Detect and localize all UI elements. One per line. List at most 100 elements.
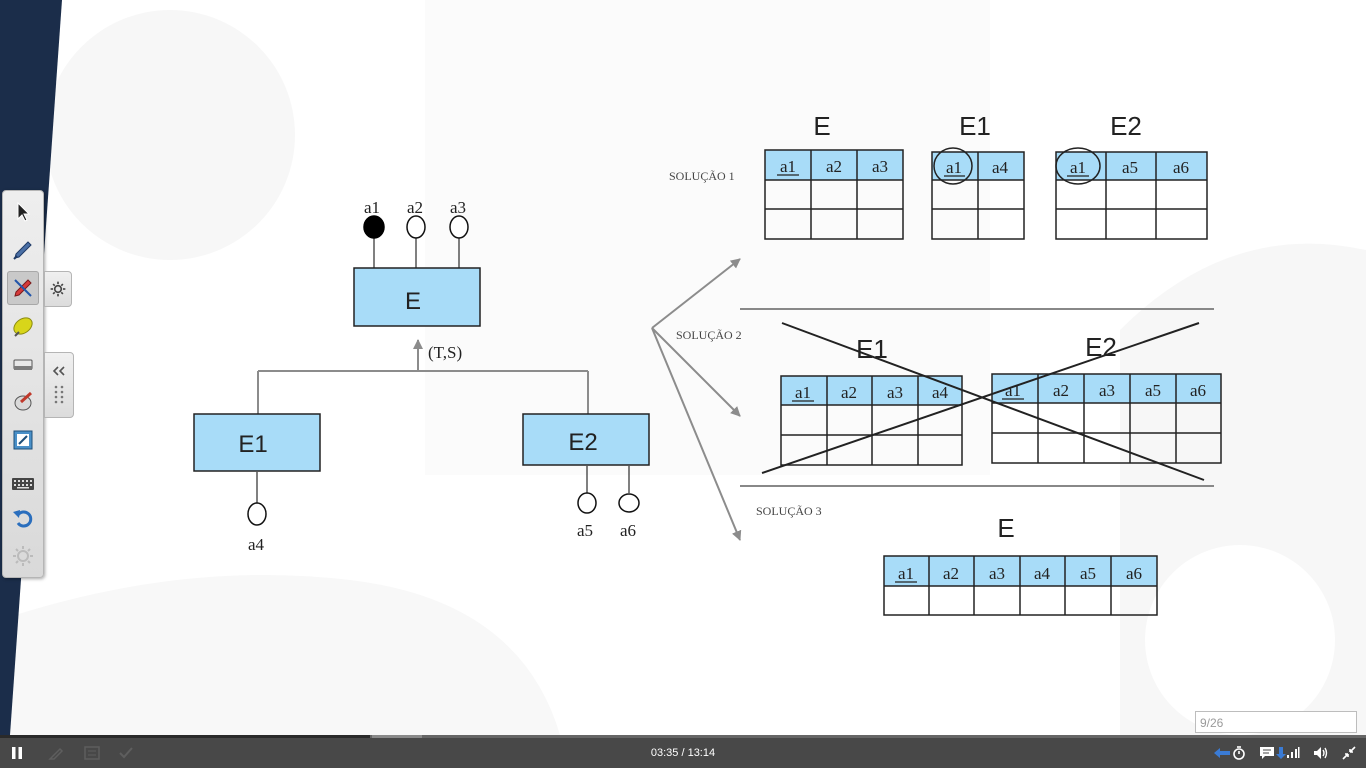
marker-tool[interactable] [7, 271, 39, 305]
s1-e-col-a3: a3 [872, 157, 888, 176]
attr-a2-circle-icon [406, 215, 426, 239]
s1-table-e: E a1 a2 a3 [764, 111, 904, 240]
attr-a4-label: a4 [248, 535, 265, 554]
attr-a5-circle-icon [577, 492, 597, 514]
s1-table-e1-title: E1 [959, 111, 991, 141]
eraser-tool[interactable] [7, 347, 39, 381]
seek-bar[interactable] [0, 735, 1366, 738]
video-player-bar: 03:35 / 13:14 [0, 735, 1366, 768]
entity-e2-label: E2 [568, 429, 597, 456]
comments-button[interactable] [1256, 738, 1278, 768]
clear-ink-tool[interactable] [7, 385, 39, 419]
cross-out-stroke [761, 322, 1200, 474]
settings-icon [13, 546, 33, 566]
slide-canvas: a1 a2 a3 E (T,S) E1 E2 a4 a5 a6 SOLUÇÃO … [0, 0, 1222, 735]
previous-slide-button[interactable] [1210, 738, 1234, 768]
s2-e2-col-a6: a6 [1190, 381, 1206, 400]
s1-table-e-title: E [813, 111, 830, 141]
s2-table-e2: E2 a1 a2 a3 a5 a6 [991, 332, 1222, 464]
exit-fullscreen-button[interactable] [1338, 738, 1360, 768]
pen-tool[interactable] [7, 233, 39, 267]
double-chevron-left-icon [52, 366, 65, 376]
s3-table-e-title: E [997, 513, 1014, 543]
clear-ink-icon [14, 391, 33, 411]
pointer-tool[interactable] [7, 195, 39, 229]
s2-e1-col-a2: a2 [841, 383, 857, 402]
s1-e1-col-a4: a4 [992, 158, 1009, 177]
time-readout: 03:35 / 13:14 [650, 747, 716, 759]
attr-a3-circle-icon [449, 215, 469, 239]
volume-icon [1314, 747, 1328, 759]
attr-a4-circle-icon [247, 502, 267, 526]
s2-e2-col-a1: a1 [1005, 381, 1021, 400]
s3-e-col-a5: a5 [1080, 564, 1096, 583]
solution-3-label: SOLUÇÃO 3 [756, 504, 822, 518]
s2-table-e1-title: E1 [856, 334, 888, 364]
seek-bar-played [0, 735, 371, 738]
entity-e1-label: E1 [238, 431, 267, 458]
quality-button[interactable] [1283, 738, 1303, 768]
cross-out-stroke [781, 322, 1205, 481]
er-diagram-text: a1 a2 a3 E (T,S) E1 E2 a4 a5 a6 [238, 198, 636, 554]
solution-2-label: SOLUÇÃO 2 [676, 328, 742, 342]
entity-e2-box [522, 413, 650, 466]
slide-stage: a1 a2 a3 E (T,S) E1 E2 a4 a5 a6 SOLUÇÃO … [0, 0, 1222, 735]
keyboard-tool[interactable] [7, 467, 39, 501]
s1-table-e2-title: E2 [1110, 111, 1142, 141]
eraser-icon [13, 359, 33, 370]
er-diagram [193, 215, 650, 526]
s3-e-col-a1: a1 [898, 564, 914, 583]
pen-disabled-button[interactable] [44, 738, 68, 768]
chat-bubble-icon [1260, 747, 1274, 759]
signal-bars-icon [1287, 747, 1300, 758]
timer-button[interactable] [1228, 738, 1250, 768]
volume-button[interactable] [1310, 738, 1332, 768]
whiteboard-tool[interactable] [7, 423, 39, 457]
pause-button[interactable] [6, 738, 28, 768]
highlighter-icon [13, 317, 33, 337]
fk-circle-annotation [933, 147, 973, 185]
next-slide-button[interactable] [1273, 738, 1289, 768]
marker-icon [14, 279, 32, 297]
s2-e1-col-a3: a3 [887, 383, 903, 402]
undo-tool[interactable] [7, 501, 39, 535]
attr-a1-key-icon [363, 215, 385, 239]
s1-e-col-a1: a1 [780, 157, 796, 176]
s1-table-e2: E2 a1 a5 a6 [1055, 111, 1208, 240]
s1-e2-col-a1: a1 [1070, 158, 1086, 177]
check-icon [119, 747, 133, 759]
s1-e2-col-a5: a5 [1122, 158, 1138, 177]
solution-1-label: SOLUÇÃO 1 [669, 169, 735, 183]
s2-e1-col-a1: a1 [795, 383, 811, 402]
s3-table-e: E a1 a2 a3 a4 a5 a6 [883, 513, 1158, 616]
grip-handle-icon [54, 385, 64, 404]
fk-circle-annotation [1055, 147, 1101, 185]
exit-fullscreen-icon [1342, 746, 1356, 760]
entity-e-label: E [405, 288, 421, 315]
stopwatch-icon [1233, 746, 1245, 760]
pen-settings-tab[interactable] [44, 271, 72, 307]
s1-e1-col-a1: a1 [946, 158, 962, 177]
attr-a3-label: a3 [450, 198, 466, 217]
collapse-toolbar-tab[interactable] [44, 352, 74, 418]
notes-disabled-button[interactable] [80, 738, 104, 768]
highlighter-tool[interactable] [7, 309, 39, 343]
annotation-toolbar [2, 190, 44, 578]
pen-icon [13, 241, 32, 260]
seek-bar-buffered [372, 735, 422, 738]
pause-icon [12, 747, 22, 759]
attr-a6-circle-icon [618, 493, 640, 513]
s2-table-e1: E1 a1 a2 a3 a4 [780, 334, 963, 466]
s3-e-col-a3: a3 [989, 564, 1005, 583]
keyboard-icon [12, 478, 34, 490]
pen-icon [48, 747, 64, 760]
bookmark-disabled-button[interactable] [114, 738, 138, 768]
arrow-left-icon [1214, 748, 1230, 758]
s1-e-col-a2: a2 [826, 157, 842, 176]
slide-background [0, 0, 62, 735]
arrow-down-icon [1276, 747, 1286, 759]
settings-tool[interactable] [7, 539, 39, 573]
attr-a5-label: a5 [577, 521, 593, 540]
s2-e2-col-a5: a5 [1145, 381, 1161, 400]
s3-e-col-a4: a4 [1034, 564, 1051, 583]
